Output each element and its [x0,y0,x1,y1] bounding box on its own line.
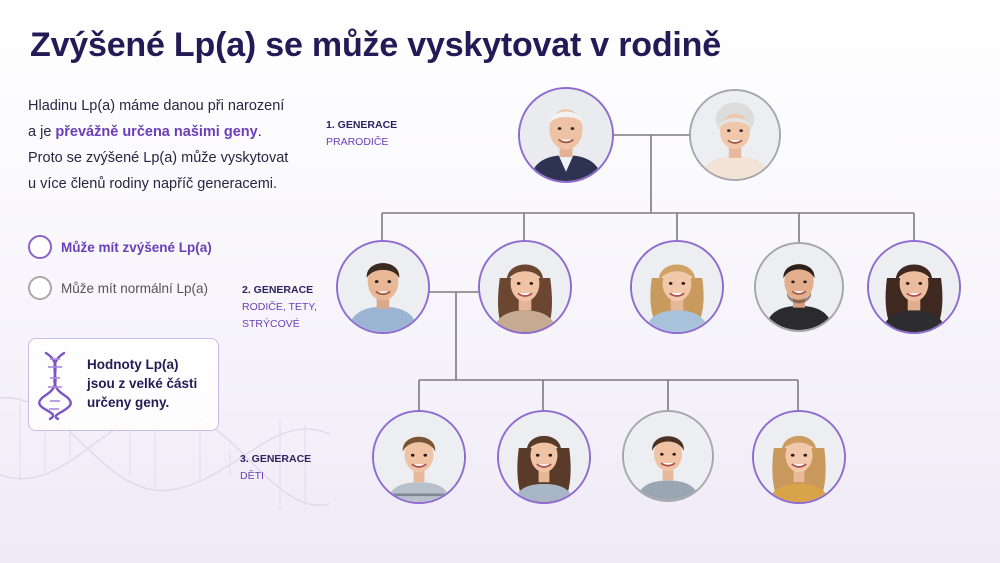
generation-1-title: 1. GENERACE [326,119,398,131]
generation-2-subtitle-line-1: RODIČE, TETY, [242,301,317,313]
legend-elevated-label: Může mít zvýšené Lp(a) [61,239,212,255]
intro-line-3: Proto se zvýšené Lp(a) může vyskytovat [28,150,289,166]
legend-normal-label: Může mít normální Lp(a) [61,280,209,296]
info-box-text: Hodnoty Lp(a) jsou z velké části určeny … [87,355,212,412]
intro-highlight: převážně určena našimi geny [55,124,258,140]
avatar-son-2 [622,410,714,502]
generation-1-label: 1. GENERACE PRARODIČE [326,117,397,151]
intro-line-2-end: . [257,124,262,140]
info-line-2: jsou z velké části [87,376,198,391]
father-portrait-icon [338,242,428,332]
info-line-3: určeny geny. [87,395,170,410]
intro-text: Hladinu Lp(a) máme danou při narození a … [28,93,318,197]
generation-2-label: 2. GENERACE RODIČE, TETY, STRÝCOVÉ [242,282,317,333]
dna-helix-icon [38,351,72,421]
avatar-aunt-1 [630,240,724,334]
boy-portrait-icon [374,412,464,502]
aunt-portrait-icon [869,242,959,332]
page-title: Zvýšené Lp(a) se může vyskytovat v rodin… [30,26,721,64]
generation-1-subtitle: PRARODIČE [326,136,389,148]
mother-portrait-icon [480,242,570,332]
avatar-uncle [754,242,844,332]
generation-2-title: 2. GENERACE [242,284,314,296]
intro-line-1: Hladinu Lp(a) máme danou při narození [28,98,285,114]
avatar-daughter-2 [752,410,846,504]
generation-3-subtitle: DĚTI [240,470,264,482]
genetics-info-box: Hodnoty Lp(a) jsou z velké části určeny … [28,338,219,431]
aunt-portrait-icon [632,242,722,332]
legend-normal-circle-icon [28,276,52,300]
legend-elevated: Může mít zvýšené Lp(a) [28,235,212,259]
legend-elevated-circle-icon [28,235,52,259]
girl-portrait-icon [754,412,844,502]
intro-line-4: u více členů rodiny napříč generacemi. [28,176,278,192]
grandmother-portrait-icon [691,91,779,179]
intro-line-2: a je převážně určena našimi geny. [28,119,318,145]
legend-normal: Může mít normální Lp(a) [28,276,208,300]
uncle-portrait-icon [756,244,842,330]
avatar-son-1 [372,410,466,504]
boy-portrait-icon [624,412,712,500]
avatar-grandfather [518,87,614,183]
avatar-aunt-2 [867,240,961,334]
avatar-mother [478,240,572,334]
avatar-father [336,240,430,334]
info-line-1: Hodnoty Lp(a) [87,357,179,372]
grandfather-portrait-icon [520,89,612,181]
generation-3-title: 3. GENERACE [240,453,312,465]
generation-2-subtitle-line-2: STRÝCOVÉ [242,318,300,330]
avatar-grandmother [689,89,781,181]
avatar-daughter-1 [497,410,591,504]
generation-3-label: 3. GENERACE DĚTI [240,451,311,485]
intro-line-2-start: a je [28,124,56,140]
girl-portrait-icon [499,412,589,502]
